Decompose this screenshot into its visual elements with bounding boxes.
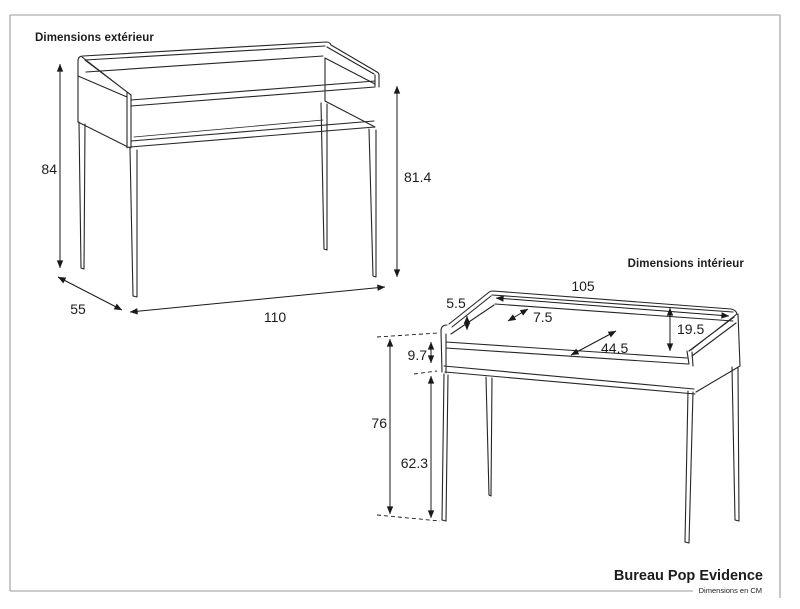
interior-dimension-lines [386,295,730,519]
interior-view-drawing [376,290,741,544]
exterior-carcass [77,57,376,149]
exterior-view-title: Dimensions extérieur [35,32,154,44]
exterior-legs [78,102,377,298]
dim-interior-underside-height: 76 [371,415,387,431]
interior-extension-lines [376,332,441,522]
dim-interior-back-clearance: 7.5 [533,309,553,325]
dim-interior-leg-height: 62.3 [401,455,428,471]
exterior-gallery-panels [77,41,380,123]
dim-interior-inner-depth: 19.5 [677,321,704,337]
dim-line-back-clearance [507,308,529,322]
dim-exterior-depth: 55 [70,301,86,317]
interior-carcass [440,313,741,395]
dim-line-width [129,284,386,315]
dim-interior-inner-width: 105 [571,278,595,294]
dim-interior-niche-height: 9.7 [408,347,428,363]
product-name: Bureau Pop Evidence [614,568,763,584]
dim-exterior-width: 110 [264,309,287,325]
dim-interior-surface-diagonal: 44.5 [601,340,628,356]
page-frame [9,14,781,598]
interior-legs [441,366,740,544]
dim-exterior-desktop-height: 81.4 [404,169,431,185]
dim-exterior-total-height: 84 [41,161,57,177]
dim-line-depth [57,276,123,311]
exterior-view-drawing [56,41,401,315]
exterior-dimension-lines [56,63,401,315]
units-note: Dimensions en CM [699,586,762,595]
dim-line-surface-diagonal [570,330,617,356]
dim-line-inner-width [495,295,730,319]
interior-view-title: Dimensions intérieur [628,258,745,270]
dim-interior-gallery-height: 5.5 [446,295,466,311]
